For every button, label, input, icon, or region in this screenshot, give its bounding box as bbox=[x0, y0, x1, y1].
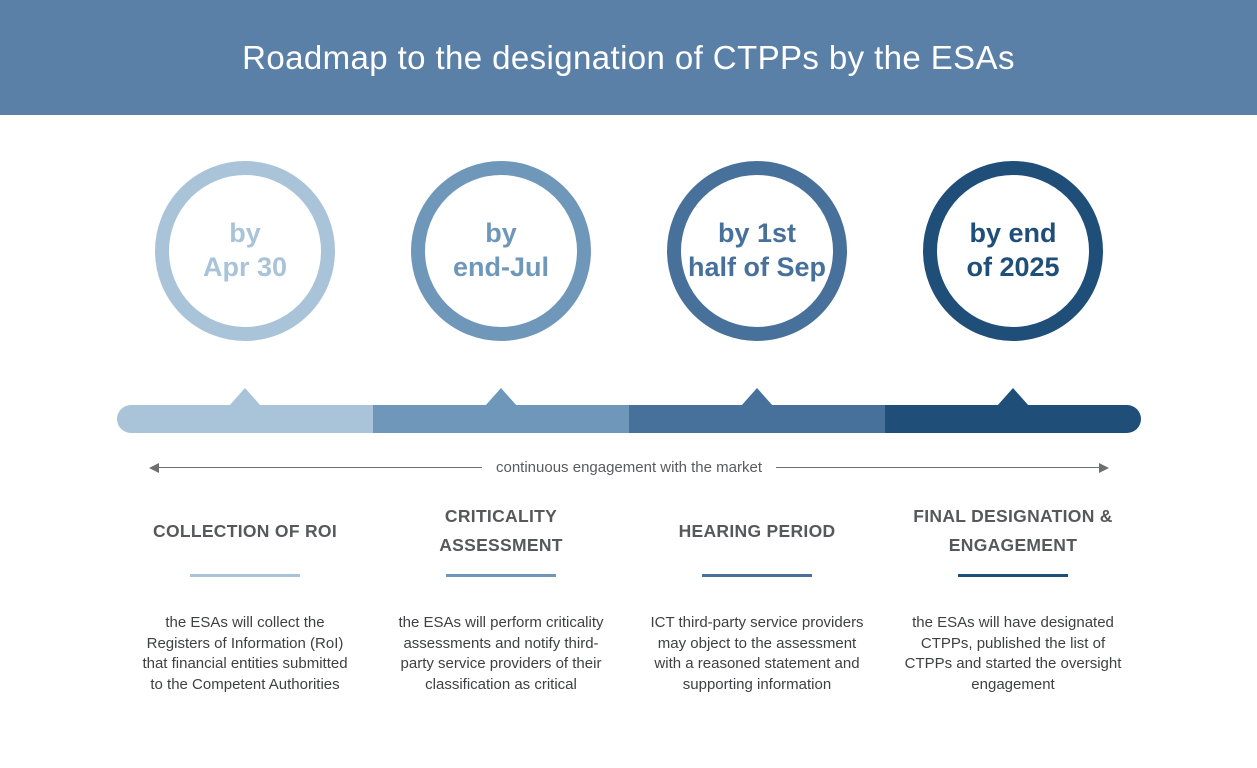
up-arrow-marker-icon bbox=[741, 388, 773, 406]
timeline-segment-2 bbox=[373, 388, 629, 433]
timeline-bar bbox=[117, 388, 1141, 433]
up-arrow-marker-icon bbox=[485, 388, 517, 406]
stage-date-line1: by 1st bbox=[717, 218, 797, 249]
stage-underline bbox=[702, 574, 812, 577]
stage-details-3: HEARING PERIOD ICT third-party service p… bbox=[629, 498, 885, 695]
stage-heading: COLLECTION OF ROI bbox=[153, 520, 337, 541]
stage-date-line1: by end bbox=[969, 218, 1057, 249]
stage-circle-2: by end-Jul bbox=[411, 161, 591, 341]
up-arrow-marker-icon bbox=[229, 388, 261, 406]
page-title: Roadmap to the designation of CTPPs by t… bbox=[242, 38, 1015, 76]
arrow-line bbox=[776, 467, 1099, 468]
stage-heading: HEARING PERIOD bbox=[678, 520, 836, 541]
stage-heading: CRITICALITY ASSESSMENT bbox=[439, 506, 563, 555]
engagement-label: continuous engagement with the market bbox=[496, 459, 762, 476]
stage-underline bbox=[446, 574, 556, 577]
stage-column-1: by Apr 30 bbox=[117, 161, 373, 341]
stage-details-row: COLLECTION OF ROI the ESAs will collect … bbox=[117, 498, 1141, 695]
stage-heading: FINAL DESIGNATION & ENGAGEMENT bbox=[913, 506, 1113, 555]
arrow-line bbox=[159, 467, 482, 468]
stage-column-2: by end-Jul bbox=[373, 161, 629, 341]
stage-underline bbox=[958, 574, 1068, 577]
stage-description: the ESAs will have designated CTPPs, pub… bbox=[904, 614, 1122, 693]
up-arrow-marker-icon bbox=[997, 388, 1029, 406]
stage-details-2: CRITICALITY ASSESSMENT the ESAs will per… bbox=[373, 498, 629, 695]
stage-description: ICT third-party service providers may ob… bbox=[650, 614, 864, 693]
stage-date-line2: Apr 30 bbox=[202, 252, 288, 282]
engagement-arrow: continuous engagement with the market bbox=[117, 459, 1141, 476]
arrow-left-icon bbox=[149, 462, 159, 473]
stage-underline bbox=[190, 574, 300, 577]
stage-date-line1: by bbox=[485, 218, 517, 249]
stage-date-line2: end-Jul bbox=[452, 252, 549, 282]
stage-date-line2: of 2025 bbox=[966, 252, 1060, 282]
stage-circle-1: by Apr 30 bbox=[155, 161, 335, 341]
milestone-circles-row: by Apr 30 by end-Jul by 1st half of Sep … bbox=[117, 161, 1141, 341]
stage-details-1: COLLECTION OF ROI the ESAs will collect … bbox=[117, 498, 373, 695]
stage-details-4: FINAL DESIGNATION & ENGAGEMENT the ESAs … bbox=[885, 498, 1141, 695]
title-banner: Roadmap to the designation of CTPPs by t… bbox=[0, 0, 1257, 115]
timeline-segment-1 bbox=[117, 388, 373, 433]
stage-description: the ESAs will collect the Registers of I… bbox=[142, 614, 348, 693]
stage-description: the ESAs will perform criticality assess… bbox=[398, 614, 604, 693]
stage-column-3: by 1st half of Sep bbox=[629, 161, 885, 341]
timeline-segment-4 bbox=[885, 388, 1141, 433]
stage-circle-3: by 1st half of Sep bbox=[667, 161, 847, 341]
timeline-segment-3 bbox=[629, 388, 885, 433]
stage-column-4: by end of 2025 bbox=[885, 161, 1141, 341]
stage-circle-4: by end of 2025 bbox=[923, 161, 1103, 341]
arrow-right-icon bbox=[1099, 462, 1109, 473]
stage-date-line1: by bbox=[229, 218, 261, 249]
stage-date-line2: half of Sep bbox=[687, 252, 826, 282]
